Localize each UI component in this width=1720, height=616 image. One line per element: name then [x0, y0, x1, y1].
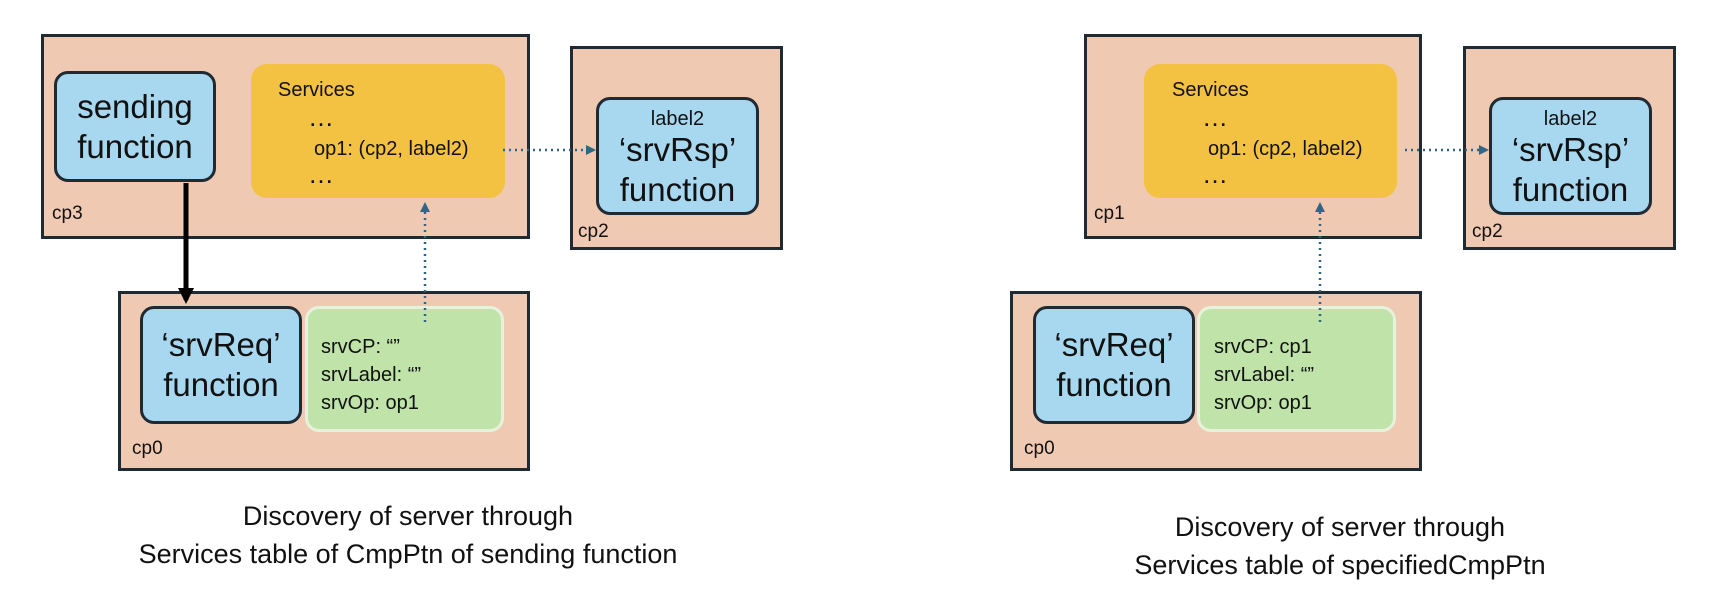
request-parameters [1197, 306, 1396, 432]
component-label-cp0: cp0 [132, 438, 163, 459]
param-srvlabel: srvLabel: “” [1214, 364, 1315, 386]
services-title: Services [278, 79, 355, 101]
srvrsp-tag: label2 [1543, 108, 1598, 130]
services-ellipsis-bottom: … [308, 159, 334, 189]
services-ellipsis-top: … [1202, 102, 1228, 132]
srvrsp-function-box: label2 ‘srvRsp’ function [596, 97, 759, 215]
component-label-cp2: cp2 [1472, 221, 1503, 242]
services-ellipsis-bottom: … [1202, 159, 1228, 189]
services-table-cp3 [251, 64, 505, 198]
services-ellipsis-top: … [308, 102, 334, 132]
srvreq-function-line1: ‘srvReq’ [1054, 326, 1174, 363]
services-entry-op1: op1: (cp2, label2) [314, 138, 469, 160]
caption-right-line1: Discovery of server through [1174, 512, 1506, 542]
srvrsp-function-line1: ‘srvRsp’ [618, 131, 737, 168]
param-srvlabel: srvLabel: “” [321, 364, 422, 386]
request-parameters [305, 306, 504, 432]
caption-right-line2: Services table of specifiedCmpPtn [1134, 550, 1546, 580]
component-label-cp2: cp2 [578, 221, 609, 242]
param-srvcp: srvCP: “” [321, 336, 400, 358]
caption-left-line1: Discovery of server through [242, 501, 574, 531]
param-srvcp: srvCP: cp1 [1214, 336, 1312, 358]
component-label-cp3: cp3 [52, 203, 83, 224]
component-label-cp0: cp0 [1024, 438, 1055, 459]
srvreq-function-line2: function [163, 366, 279, 403]
srvreq-function-line1: ‘srvReq’ [161, 326, 281, 363]
srvreq-function-box: ‘srvReq’ function [1033, 306, 1195, 424]
srvrsp-function-line1: ‘srvRsp’ [1511, 131, 1630, 168]
services-table-cp1 [1144, 64, 1397, 198]
component-label-cp1: cp1 [1094, 203, 1125, 224]
services-title: Services [1172, 79, 1249, 101]
sending-function-box: sending function [54, 71, 216, 182]
param-srvop: srvOp: op1 [1214, 392, 1312, 414]
caption-left-line2: Services table of CmpPtn of sending func… [138, 539, 678, 569]
srvrsp-function-box: label2 ‘srvRsp’ function [1489, 97, 1652, 215]
srvrsp-function-line2: function [1512, 171, 1629, 208]
sending-function-line1: sending [77, 87, 193, 125]
srvreq-function-box: ‘srvReq’ function [140, 306, 302, 424]
srvrsp-tag: label2 [650, 108, 705, 130]
srvrsp-function-line2: function [619, 171, 736, 208]
srvreq-function-line2: function [1056, 366, 1172, 403]
sending-function-line2: function [77, 127, 193, 165]
services-entry-op1: op1: (cp2, label2) [1208, 138, 1363, 160]
param-srvop: srvOp: op1 [321, 392, 419, 414]
